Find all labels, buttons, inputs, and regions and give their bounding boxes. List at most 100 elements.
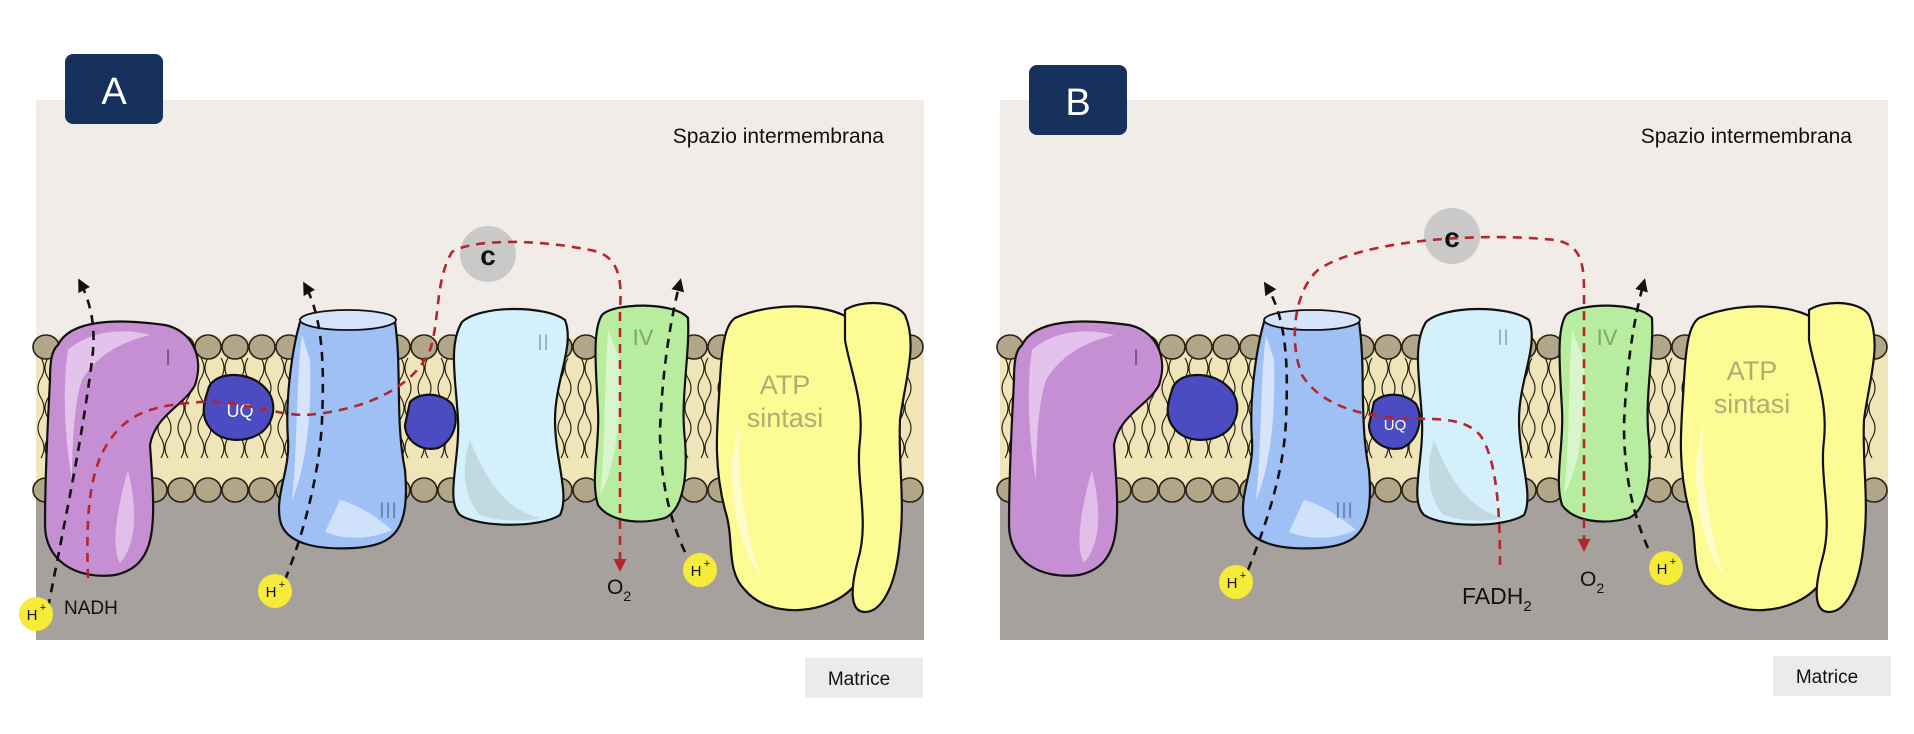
panel-badge-label: A xyxy=(101,71,127,113)
panel-b: B Spazio intermembrana Matrice I III UQ xyxy=(996,65,1891,696)
proton-label: H xyxy=(1227,575,1238,592)
complex-i: I xyxy=(1007,320,1164,577)
oxygen-label: O2 xyxy=(607,576,631,604)
complex-iii: III xyxy=(277,309,407,550)
complex-iv-label: IV xyxy=(633,325,654,350)
complex-ii-label: II xyxy=(1497,325,1509,350)
cytochrome-c-label: c xyxy=(480,240,496,271)
cytochrome-c: c xyxy=(460,226,516,282)
lipid-tail xyxy=(277,357,285,459)
matrix-label-box xyxy=(805,658,923,698)
cytochrome-c: c xyxy=(1424,208,1480,264)
proton-badge-1: H + xyxy=(1219,565,1253,599)
lipid-head xyxy=(1212,334,1240,360)
lipid-head xyxy=(1131,477,1159,503)
proton-label: H xyxy=(27,607,38,624)
proton-path-2 xyxy=(283,281,325,581)
lipid-tail xyxy=(397,357,405,459)
proton-path-1 xyxy=(46,278,95,609)
oxygen-label: O2 xyxy=(1580,568,1604,596)
lipid-head xyxy=(221,477,249,503)
panel-a: A Spazio intermembrana Matrice I UQ III xyxy=(19,54,924,698)
lipid-tail xyxy=(684,357,692,459)
ubiquinone: UQ xyxy=(202,373,275,441)
proton-label: H xyxy=(691,563,702,580)
ubiquinone-site xyxy=(403,393,457,450)
panel-badge xyxy=(65,54,163,124)
proton-label: H xyxy=(1657,561,1668,578)
lipid-tail xyxy=(37,357,45,459)
proton-path-2 xyxy=(1622,278,1650,549)
lipid-head xyxy=(1374,334,1402,360)
lipid-tail xyxy=(1661,357,1669,459)
lipid-tail xyxy=(704,357,712,459)
complex-ii: II xyxy=(1416,307,1533,526)
lipid-head xyxy=(221,334,249,360)
atp-synthase-label-1: ATP xyxy=(1727,356,1778,386)
lipid-head xyxy=(410,477,438,503)
lipid-head xyxy=(1212,477,1240,503)
proton-badge-1: H + xyxy=(19,597,53,631)
lipid-tail xyxy=(1368,357,1376,459)
lipid-tail xyxy=(697,357,705,459)
lipid-tail xyxy=(1648,357,1656,459)
complex-iii-label: III xyxy=(379,498,397,523)
intermembrane-space-label: Spazio intermembrana xyxy=(673,125,885,148)
electron-path xyxy=(86,240,627,579)
lipid-head xyxy=(1158,334,1186,360)
proton-badge-2: H + xyxy=(1649,551,1683,585)
ubiquinone: UQ xyxy=(1367,393,1421,450)
intermembrane-space xyxy=(36,100,924,340)
proton-path-3 xyxy=(658,278,687,553)
proton-label: H xyxy=(266,584,277,601)
complex-iii: III xyxy=(1241,309,1371,550)
electron-path xyxy=(1293,235,1591,566)
lipid-tail xyxy=(1361,357,1369,459)
intermembrane-space-label: Spazio intermembrana xyxy=(1641,125,1853,148)
ubiquinone-site xyxy=(1166,373,1239,441)
panel-badge-label: B xyxy=(1065,82,1090,124)
lipid-tail xyxy=(584,357,592,459)
atp-synthase: ATP sintasi xyxy=(1679,301,1876,614)
atp-synthase-label-2: sintasi xyxy=(747,403,824,433)
lipid-head xyxy=(248,477,276,503)
lipid-head xyxy=(1185,477,1213,503)
lipid-tail xyxy=(1241,357,1249,459)
complex-iii-label: III xyxy=(1335,498,1353,523)
proton-charge: + xyxy=(1240,570,1246,582)
lipid-head xyxy=(194,334,222,360)
panel-badge xyxy=(1029,65,1127,135)
lipid-head xyxy=(1374,477,1402,503)
atp-synthase-label-1: ATP xyxy=(760,370,811,400)
lipid-tail xyxy=(1548,357,1556,459)
lipid-tail xyxy=(1001,357,1009,459)
complex-iv: IV xyxy=(593,304,690,523)
lipid-tail xyxy=(1528,357,1536,459)
lipid-head xyxy=(1185,334,1213,360)
lipid-tail xyxy=(577,357,585,459)
lipid-tail xyxy=(1668,357,1676,459)
complex-i-label: I xyxy=(1133,345,1139,370)
matrix-label: Matrice xyxy=(828,669,890,690)
lipid-head xyxy=(410,334,438,360)
matrix-label-box xyxy=(1773,656,1891,696)
lipid-head xyxy=(248,334,276,360)
complex-i-label: I xyxy=(165,345,171,370)
atp-synthase-label-2: sintasi xyxy=(1714,389,1791,419)
atp-synthase: ATP sintasi xyxy=(715,301,912,614)
lipid-tail xyxy=(404,357,412,459)
substrate-label: NADH xyxy=(64,598,118,619)
lipid-head xyxy=(194,477,222,503)
lipid-head xyxy=(1158,477,1186,503)
complex-ii: II xyxy=(452,307,569,526)
proton-badge-2: H + xyxy=(258,574,292,608)
substrate-label: FADH2 xyxy=(1462,583,1532,615)
complex-iv-label: IV xyxy=(1597,325,1618,350)
lipid-tail xyxy=(564,357,572,459)
complex-ii-label: II xyxy=(537,330,549,355)
proton-charge: + xyxy=(40,602,46,614)
complex-iv: IV xyxy=(1557,304,1654,523)
lipid-head xyxy=(167,477,195,503)
lipid-tail xyxy=(1541,357,1549,459)
